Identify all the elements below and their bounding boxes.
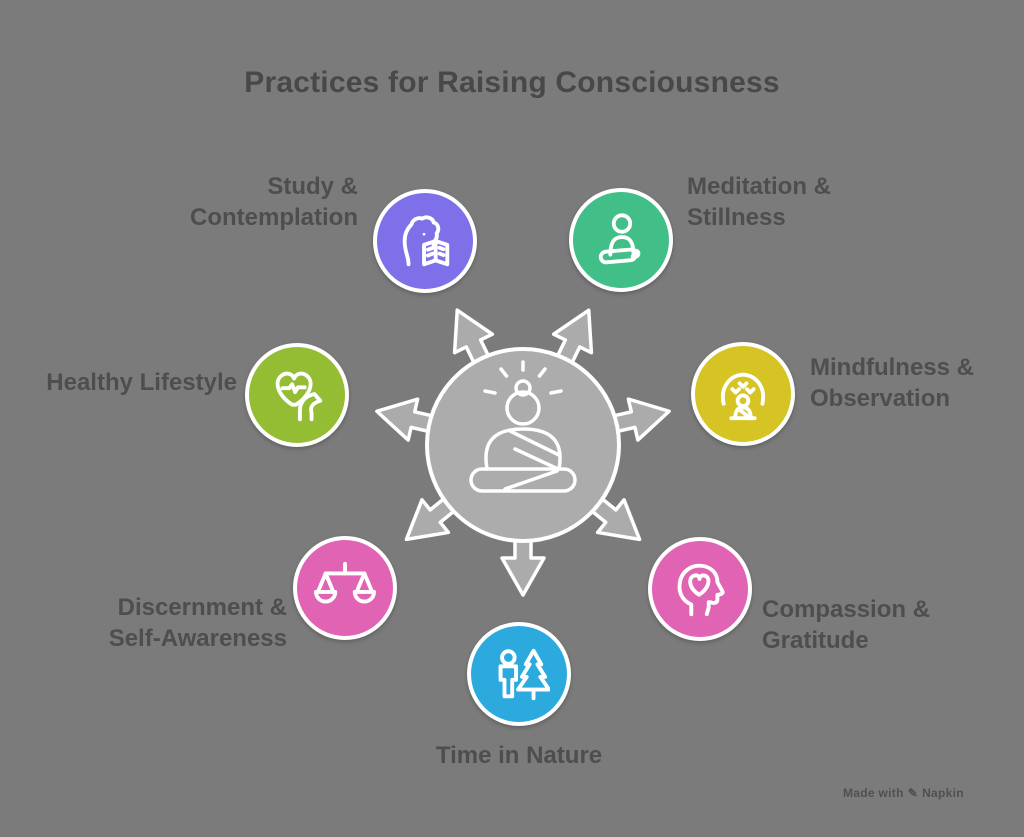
label-meditation-stillness: Meditation & Stillness bbox=[687, 173, 831, 231]
node-study-contemplation bbox=[373, 189, 477, 293]
page-title: Practices for Raising Consciousness bbox=[244, 66, 780, 99]
watermark-brand: Napkin bbox=[922, 786, 964, 800]
observer-with-birds-icon bbox=[720, 372, 766, 421]
head-with-heart-icon bbox=[677, 563, 725, 617]
meditating-buddha-icon bbox=[469, 360, 577, 493]
node-compassion-gratitude bbox=[648, 537, 752, 641]
person-with-pine-tree-icon bbox=[498, 648, 550, 701]
pencil-icon: ✎ bbox=[907, 786, 919, 800]
hub-circle bbox=[425, 347, 621, 543]
label-healthy-lifestyle: Healthy Lifestyle bbox=[46, 369, 237, 396]
reading-person-icon bbox=[402, 215, 450, 267]
watermark: Made with ✎ Napkin bbox=[843, 786, 1013, 800]
balance-scales-icon bbox=[314, 561, 376, 604]
central-hub bbox=[375, 308, 671, 597]
label-mindfulness-observation: Mindfulness & Observation bbox=[810, 354, 975, 412]
node-healthy-lifestyle bbox=[245, 343, 349, 447]
watermark-prefix: Made with bbox=[843, 786, 904, 800]
node-discernment-self-awareness bbox=[293, 536, 397, 640]
label-compassion-gratitude: Compassion & Gratitude bbox=[762, 596, 931, 654]
node-meditation-stillness bbox=[569, 188, 673, 292]
label-time-in-nature: Time in Nature bbox=[435, 742, 603, 769]
node-time-in-nature bbox=[467, 622, 571, 726]
node-mindfulness-observation bbox=[691, 342, 795, 446]
heart-pulse-bicep-icon bbox=[275, 371, 323, 422]
label-study-contemplation: Study & Contemplation bbox=[190, 173, 358, 231]
meditating-person-icon bbox=[598, 213, 641, 265]
label-discernment-self-awareness: Discernment & Self-Awareness bbox=[108, 594, 287, 652]
